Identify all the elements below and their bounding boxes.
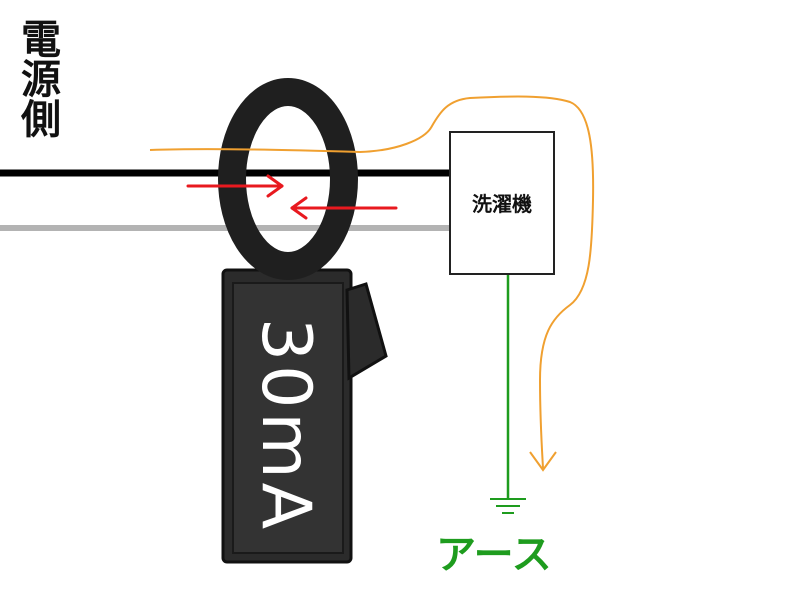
power-side-label: 電源側 <box>14 18 60 138</box>
earth-label: アース <box>436 532 552 578</box>
clamp-jaw <box>218 78 358 280</box>
current-arrow-return <box>290 196 398 220</box>
meter-display-frame <box>232 282 344 554</box>
washing-machine-label: 洗濯機 <box>472 192 532 216</box>
meter-reading-display: 30mA <box>226 300 346 550</box>
ground-icon <box>490 498 526 514</box>
leakage-current-path <box>149 95 595 469</box>
current-arrow-forward <box>186 174 284 198</box>
washing-machine-box <box>449 131 555 275</box>
meter-reading-value: 30mA <box>246 317 326 533</box>
leakage-arrowhead <box>529 451 557 472</box>
clamp-trigger-lever <box>345 282 388 381</box>
